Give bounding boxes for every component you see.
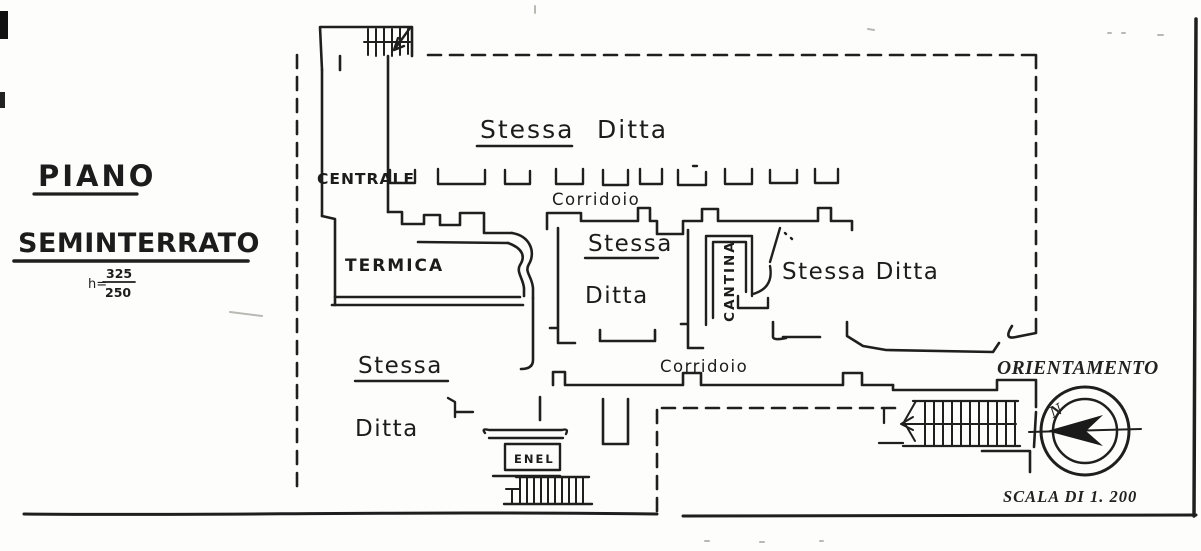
tower-direction-arrow <box>392 26 412 52</box>
pillar-bracket <box>503 168 532 186</box>
bottom-stair-hatch <box>519 477 584 504</box>
stair-direction-line <box>900 416 1017 431</box>
pillar-bracket <box>638 167 664 186</box>
tower-outline <box>318 25 414 72</box>
scan-border-bottom-left <box>22 511 659 516</box>
compass: N <box>1028 385 1142 477</box>
stair-left-walls <box>877 406 905 445</box>
upper-corridor-wall <box>545 206 854 236</box>
dashed-outline <box>295 53 1038 514</box>
title-seminterrato: SEMINTERRATO <box>18 228 260 259</box>
height-numerator: 325 <box>106 266 132 281</box>
smudge-2 <box>534 5 1164 36</box>
wall-tick-left <box>446 396 475 419</box>
room-label-termica: TERMICA <box>345 256 444 276</box>
enel-top-rails <box>482 428 569 440</box>
wall-descender-hook <box>519 296 535 371</box>
scan-blob-left-1 <box>0 11 8 39</box>
termica-east-curve-outer <box>510 231 535 300</box>
room-label-ditta-bottom-left: Ditta <box>355 416 419 442</box>
text-labels: PIANO SEMINTERRATO h= 325 250 Stessa Dit… <box>12 115 1159 506</box>
pillar-bracket <box>601 168 630 187</box>
pillar-bracket <box>676 164 708 187</box>
compass-north-letter: N <box>1045 399 1066 422</box>
room-label-stessa-ditta-right: Stessa Ditta <box>782 259 939 285</box>
termica-east-curve-inner <box>506 241 526 298</box>
central-room-walls <box>548 226 705 350</box>
room-label-enel: ENEL <box>514 452 555 466</box>
smudge-3 <box>704 540 824 543</box>
stair-break-line <box>903 400 917 442</box>
pillar-row-top <box>388 164 840 187</box>
central-room-south-bracket <box>598 328 657 343</box>
scale-note: SCALA DI 1. 200 <box>1003 487 1137 506</box>
cantina-walls <box>704 226 794 327</box>
compass-title: ORIENTAMENTO <box>997 358 1159 379</box>
termica-north-wall <box>386 210 514 235</box>
scan-border-bottom-right <box>681 513 1198 518</box>
cantina-outer <box>704 234 754 327</box>
title-piano: PIANO <box>38 159 156 193</box>
room-label-centrale: CENTRALE <box>317 170 415 188</box>
u-wall-pillar <box>601 397 630 446</box>
right-room-diagonal-wall <box>845 320 1001 354</box>
room-label-cantina: CANTINA <box>722 240 738 322</box>
scan-blob-left-2 <box>0 92 5 108</box>
right-room-walls <box>771 320 1038 354</box>
centrale-termica-walls <box>320 210 535 371</box>
cantina-bottom-bracket <box>736 294 770 310</box>
right-staircase <box>877 378 1038 474</box>
smudge-1 <box>229 311 263 317</box>
pillar-bracket <box>436 167 487 186</box>
room-label-stessa-bottom-left: Stessa <box>358 353 443 379</box>
termica-north-wall-inner <box>416 240 510 245</box>
cantina-inner <box>711 240 748 320</box>
tower-shaft-walls <box>320 54 390 218</box>
stair-right-walls <box>980 410 1038 474</box>
corridor-label-lower: Corridoio <box>660 357 748 376</box>
room-label-stessa-center: Stessa <box>588 231 673 257</box>
height-prefix: h= <box>88 277 107 292</box>
height-denominator: 250 <box>105 285 131 300</box>
bottom-stair-step <box>505 488 521 505</box>
room-label-ditta-center: Ditta <box>585 283 649 309</box>
door-leaf-mark <box>768 226 794 264</box>
enel-box <box>503 442 562 472</box>
scan-frame <box>0 5 1198 543</box>
pillar-bracket <box>554 167 585 186</box>
right-room-foot-1 <box>771 320 788 341</box>
top-stair-tower <box>318 25 414 218</box>
termica-south-wall <box>330 295 525 307</box>
room-label-ditta-top: Ditta <box>597 115 668 144</box>
pillar-bracket <box>813 167 840 185</box>
scan-border-right <box>1192 17 1198 518</box>
compass-north-arrow <box>1047 415 1103 446</box>
central-room-east-wall <box>679 228 705 350</box>
bottom-left-structures <box>446 395 630 506</box>
corridor-label-upper: Corridoio <box>552 190 640 209</box>
lower-corridor-wall <box>551 370 895 387</box>
pillar-bracket <box>768 168 799 185</box>
pillar-bracket <box>723 167 754 186</box>
pillar-bracket <box>388 168 417 185</box>
central-room-west-wall <box>548 226 577 345</box>
stair-area-north-wall <box>891 378 1038 409</box>
room-label-stessa-top: Stessa <box>480 115 574 144</box>
cantina-door-arc <box>751 264 772 296</box>
height-note: h= 325 250 <box>88 266 136 300</box>
right-room-end-squiggle <box>1007 324 1038 339</box>
termica-west-wall <box>320 214 337 307</box>
